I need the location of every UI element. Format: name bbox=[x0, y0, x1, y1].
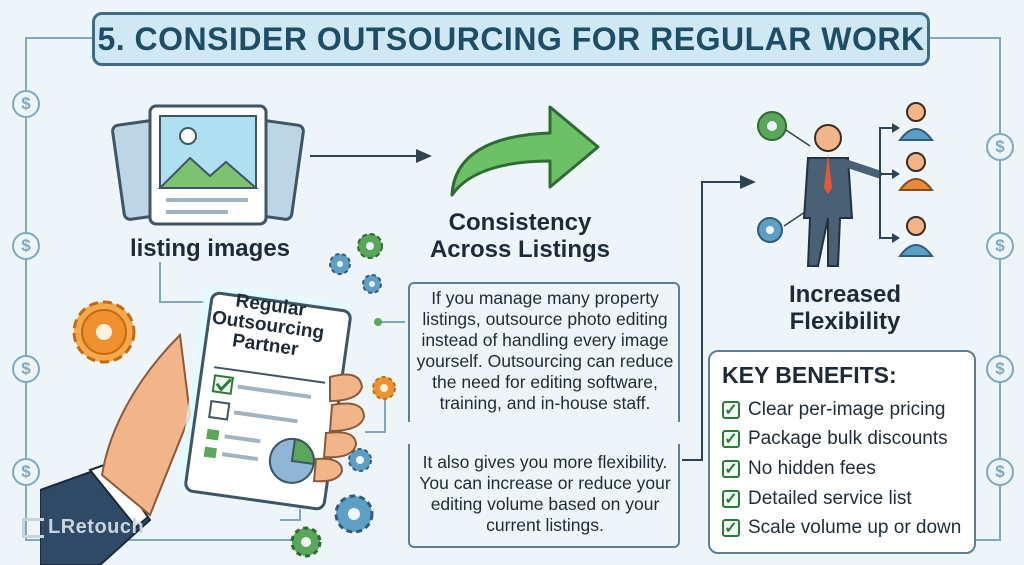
checkbox-checked-icon: ✓ bbox=[722, 489, 740, 508]
consistency-label-line2: Across Listings bbox=[429, 235, 611, 263]
page-title: 5. CONSIDER OUTSOURCING FOR REGULAR WORK bbox=[97, 20, 925, 57]
watermark-logo: LRetouch bbox=[22, 516, 144, 539]
checkbox-checked-icon: ✓ bbox=[722, 430, 740, 449]
hand-document-illustration bbox=[40, 284, 366, 565]
dollar-coin-icon: $ bbox=[12, 90, 40, 118]
benefit-item: ✓ Scale volume up or down bbox=[722, 513, 962, 543]
dollar-coin-icon: $ bbox=[12, 355, 40, 383]
benefit-item: ✓ Package bulk discounts bbox=[722, 425, 962, 455]
gear-icon bbox=[72, 300, 136, 364]
benefit-item: ✓ Detailed service list bbox=[722, 484, 962, 514]
paragraph-flexibility-box bbox=[408, 444, 680, 548]
dollar-coin-icon: $ bbox=[12, 458, 40, 486]
watermark-text: LRetouch bbox=[48, 516, 145, 538]
logo-icon bbox=[22, 517, 44, 538]
checkbox-checked-icon: ✓ bbox=[722, 519, 740, 538]
key-benefits-box: KEY BENEFITS: ✓ Clear per-image pricing … bbox=[708, 350, 976, 554]
dollar-coin-icon: $ bbox=[986, 355, 1014, 383]
listing-images-label: listing images bbox=[129, 235, 291, 262]
consistency-label: Consistency Across Listings bbox=[410, 209, 630, 264]
gear-icon bbox=[757, 111, 787, 141]
title-banner: 5. CONSIDER OUTSOURCING FOR REGULAR WORK bbox=[92, 12, 930, 66]
checkbox-checked-icon: ✓ bbox=[722, 459, 740, 478]
consistency-label-line1: Consistency bbox=[448, 209, 592, 236]
checkbox-checked-icon: ✓ bbox=[722, 400, 740, 419]
listing-images-icon bbox=[111, 104, 305, 226]
gears-decoration bbox=[72, 233, 396, 558]
flexibility-label-line1: Increased bbox=[788, 281, 902, 308]
flexibility-connector bbox=[682, 175, 756, 461]
manager-team-icon bbox=[757, 102, 934, 267]
benefit-text: Scale volume up or down bbox=[748, 517, 962, 539]
paragraph-flexibility: It also gives you more flexibility. You … bbox=[419, 452, 671, 535]
dollar-coin-icon: $ bbox=[986, 133, 1014, 161]
arrow-right-icon bbox=[310, 149, 432, 163]
benefit-item: ✓ Clear per-image pricing bbox=[722, 395, 962, 425]
flexibility-label: Increased Flexibility bbox=[745, 281, 945, 336]
benefit-item: ✓ No hidden fees bbox=[722, 454, 962, 484]
paragraph-outsourcing-box bbox=[408, 282, 680, 422]
benefit-text: Package bulk discounts bbox=[748, 428, 948, 450]
dollar-coin-icon: $ bbox=[12, 232, 40, 260]
dollar-coin-icon: $ bbox=[986, 458, 1014, 486]
flexibility-label-line2: Flexibility bbox=[789, 307, 901, 335]
paragraph-outsourcing: If you manage many property listings, ou… bbox=[416, 288, 674, 413]
benefit-text: Clear per-image pricing bbox=[748, 398, 946, 420]
consistency-arrow-icon bbox=[450, 105, 600, 197]
key-benefits-title: KEY BENEFITS: bbox=[722, 362, 897, 388]
benefit-text: No hidden fees bbox=[748, 457, 876, 479]
benefit-text: Detailed service list bbox=[748, 487, 912, 509]
dollar-coin-icon: $ bbox=[986, 232, 1014, 260]
